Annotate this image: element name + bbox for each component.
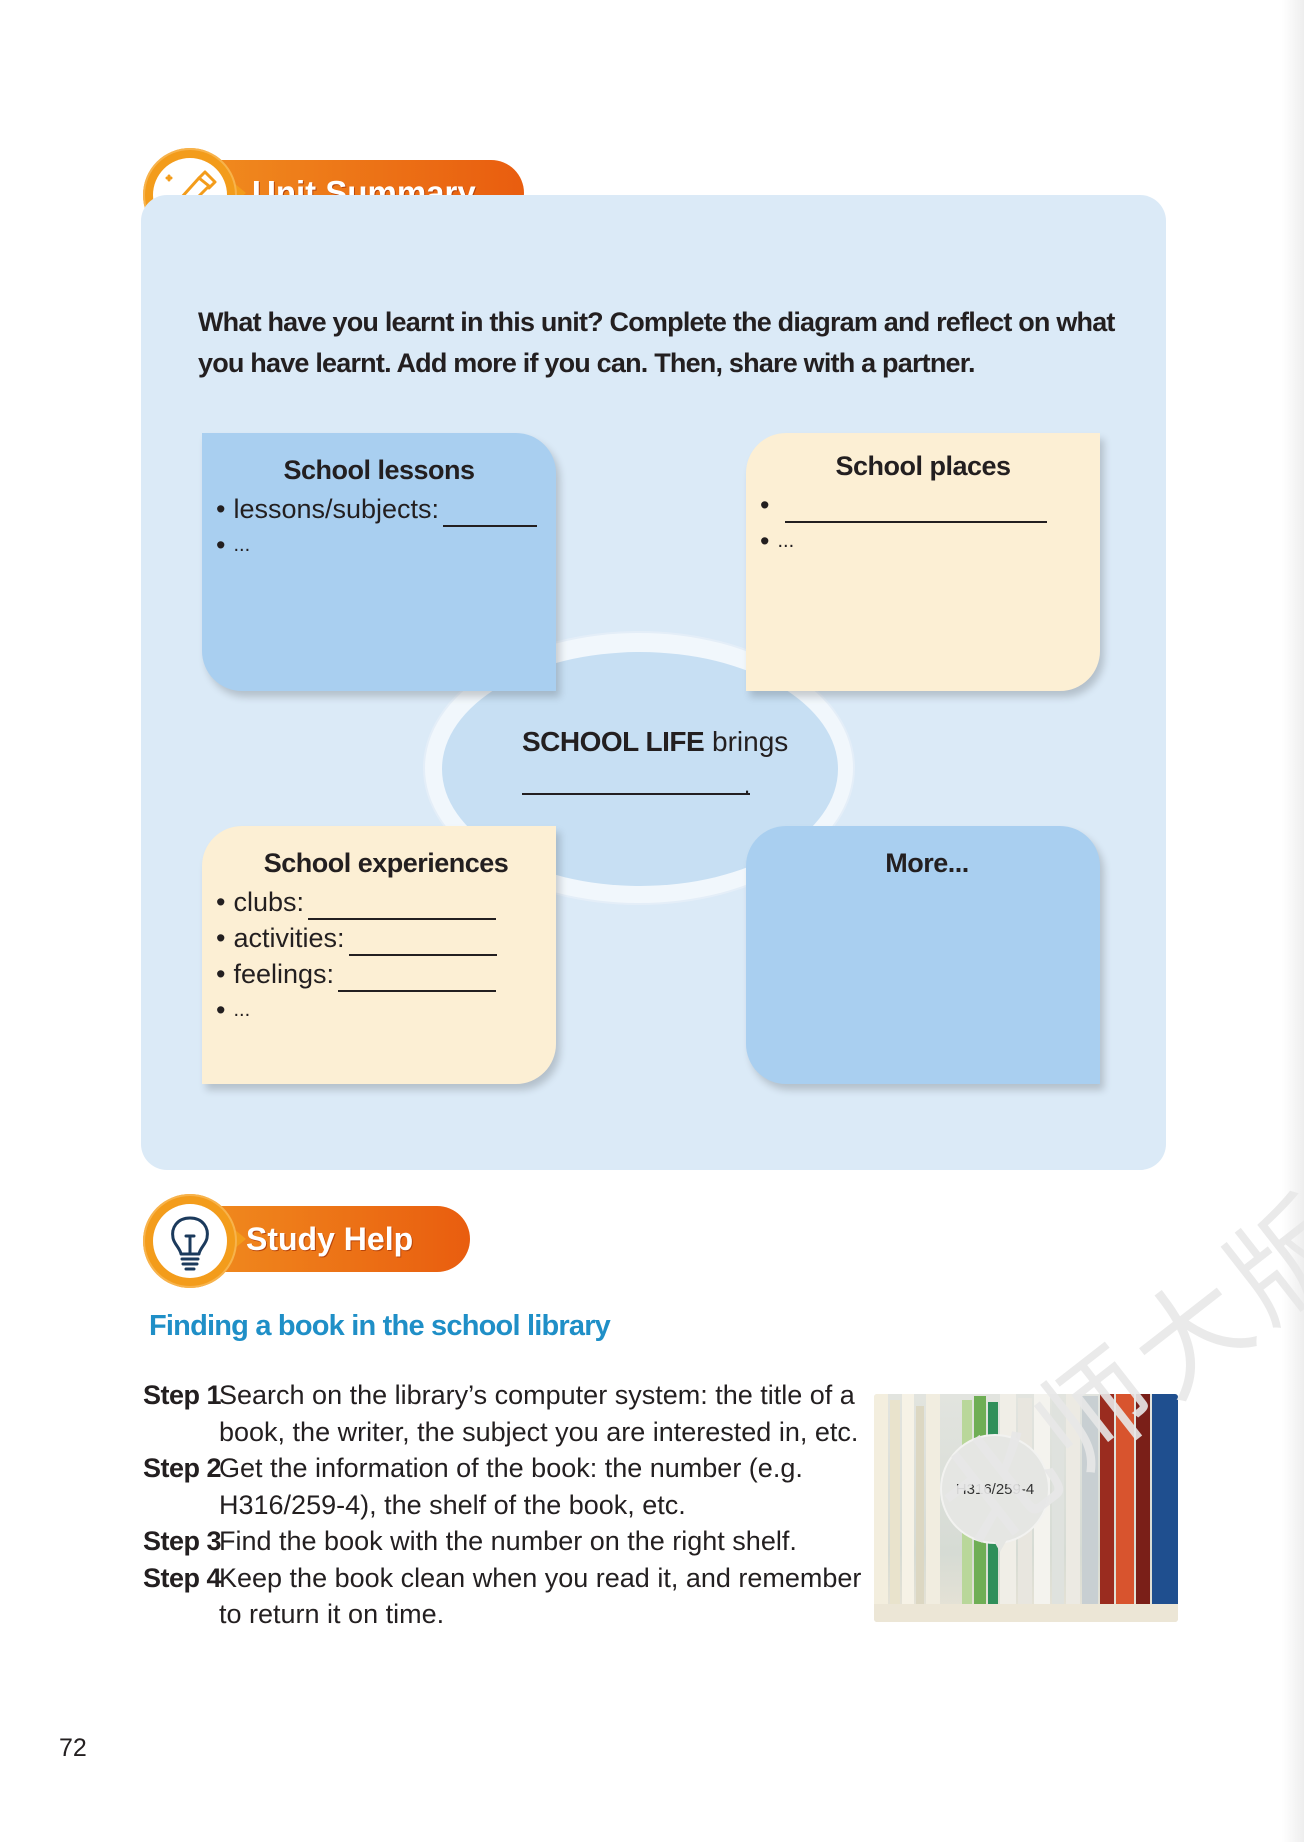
card-title: School experiences — [263, 848, 509, 878]
step-item: Step 2 Get the information of the book: … — [143, 1450, 863, 1523]
answer-blank[interactable] — [785, 497, 1048, 523]
card-title: School places — [835, 451, 1011, 481]
study-help-title: Study Help — [246, 1220, 414, 1257]
step-label: Step 4 — [143, 1562, 222, 1593]
list-item: •... — [216, 530, 251, 560]
page-number: 72 — [59, 1734, 87, 1762]
study-help-bar: Study Help — [206, 1206, 470, 1272]
step-list: Step 1 Search on the library’s computer … — [143, 1377, 863, 1633]
card-school-lessons: School lessons •lessons/subjects: •... — [202, 433, 556, 691]
step-item: Step 4 Keep the book clean when you read… — [143, 1560, 863, 1633]
list-item: • — [760, 487, 1048, 523]
answer-blank[interactable] — [308, 894, 496, 920]
lightbulb-icon — [171, 1216, 209, 1271]
step-text: Find the book with the number on the rig… — [219, 1526, 797, 1556]
list-item: •feelings: — [216, 956, 497, 992]
step-item: Step 3 Find the book with the number on … — [143, 1523, 863, 1560]
step-label: Step 1 — [143, 1380, 222, 1410]
step-text: Get the information of the book: the num… — [219, 1453, 803, 1520]
lightbulb-badge — [143, 1194, 237, 1288]
card-title: School lessons — [283, 455, 475, 485]
answer-blank[interactable] — [443, 501, 538, 527]
list-item: •lessons/subjects: — [216, 491, 538, 527]
list-item: •... — [216, 995, 251, 1025]
step-text: Search on the library’s computer system:… — [219, 1380, 859, 1447]
instructions-line-1: What have you learnt in this unit? Compl… — [198, 307, 1115, 337]
library-shelf-photo: H316/259-4 — [874, 1394, 1178, 1622]
center-bold: SCHOOL LIFE — [522, 726, 705, 757]
page-edge — [1282, 0, 1304, 1842]
card-school-places: School places • •... — [746, 433, 1100, 691]
answer-blank[interactable] — [338, 966, 497, 992]
answer-blank[interactable] — [348, 930, 497, 956]
card-more: More... — [746, 826, 1100, 1084]
list-item: •clubs: — [216, 884, 497, 920]
center-period: . — [744, 773, 751, 798]
step-label: Step 3 — [143, 1526, 222, 1556]
step-label: Step 2 — [143, 1453, 222, 1483]
study-help-subtitle: Finding a book in the school library — [149, 1310, 611, 1342]
unit-summary-instructions: What have you learnt in this unit? Compl… — [198, 302, 1118, 384]
center-answer-blank[interactable] — [522, 793, 750, 795]
instructions-line-2: you have learnt. Add more if you can. Th… — [198, 348, 976, 378]
card-school-experiences: School experiences •clubs: •activities: … — [202, 826, 556, 1084]
step-text: Keep the book clean when you read it, an… — [219, 1562, 862, 1630]
card-title: More... — [885, 848, 969, 878]
center-rest: brings — [704, 726, 789, 757]
call-number-callout: H316/259-4 — [942, 1436, 1048, 1542]
list-item: •activities: — [216, 920, 497, 956]
step-item: Step 1 Search on the library’s computer … — [143, 1377, 863, 1450]
center-statement: SCHOOL LIFE brings — [522, 726, 788, 758]
list-item: •... — [760, 526, 795, 556]
